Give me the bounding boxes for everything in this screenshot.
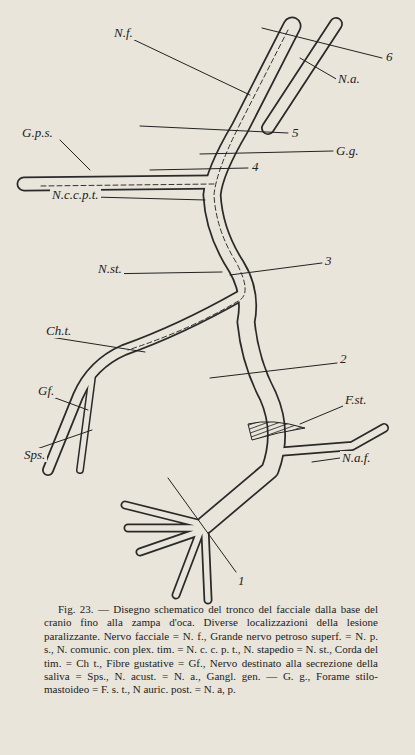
callout-label: N.a. <box>336 72 362 86</box>
callout-label: 2 <box>338 352 349 366</box>
callout-label: 1 <box>236 574 247 588</box>
callout-label: G.g. <box>334 144 360 158</box>
callout-label: Sps. <box>22 448 47 462</box>
callout-label: 3 <box>323 254 334 268</box>
figure-caption: Fig. 23. — Disegno schematico del tronco… <box>44 603 378 697</box>
callout-label: 4 <box>250 160 261 174</box>
callout-label: N.st. <box>96 262 124 276</box>
callout-label: N.a.f. <box>340 451 373 465</box>
callout-label: F.st. <box>343 393 368 407</box>
callout-label: N.f. <box>112 26 135 40</box>
callout-label: G.p.s. <box>20 126 55 140</box>
callout-label: 5 <box>290 126 301 140</box>
callout-label: 6 <box>384 50 395 64</box>
callout-label: N.c.c.p.t. <box>50 188 101 202</box>
callout-label: Gf. <box>36 384 56 398</box>
callout-label: Ch.t. <box>44 324 73 338</box>
